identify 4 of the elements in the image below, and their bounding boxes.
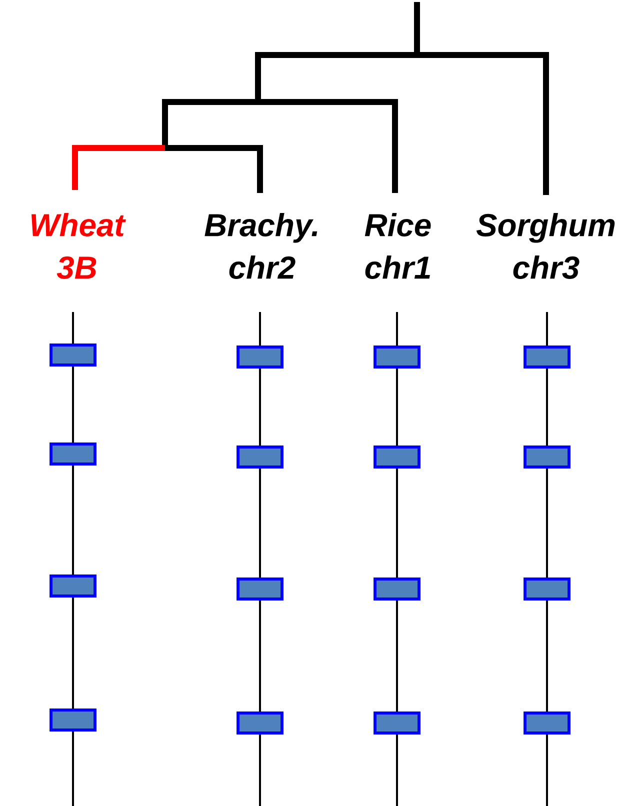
species-label: Sorghum chr3	[476, 213, 615, 279]
species-label: Brachy. chr2	[204, 213, 318, 279]
species-label: Rice chr1	[364, 213, 431, 279]
species-label: Wheat 3B	[32, 213, 126, 279]
